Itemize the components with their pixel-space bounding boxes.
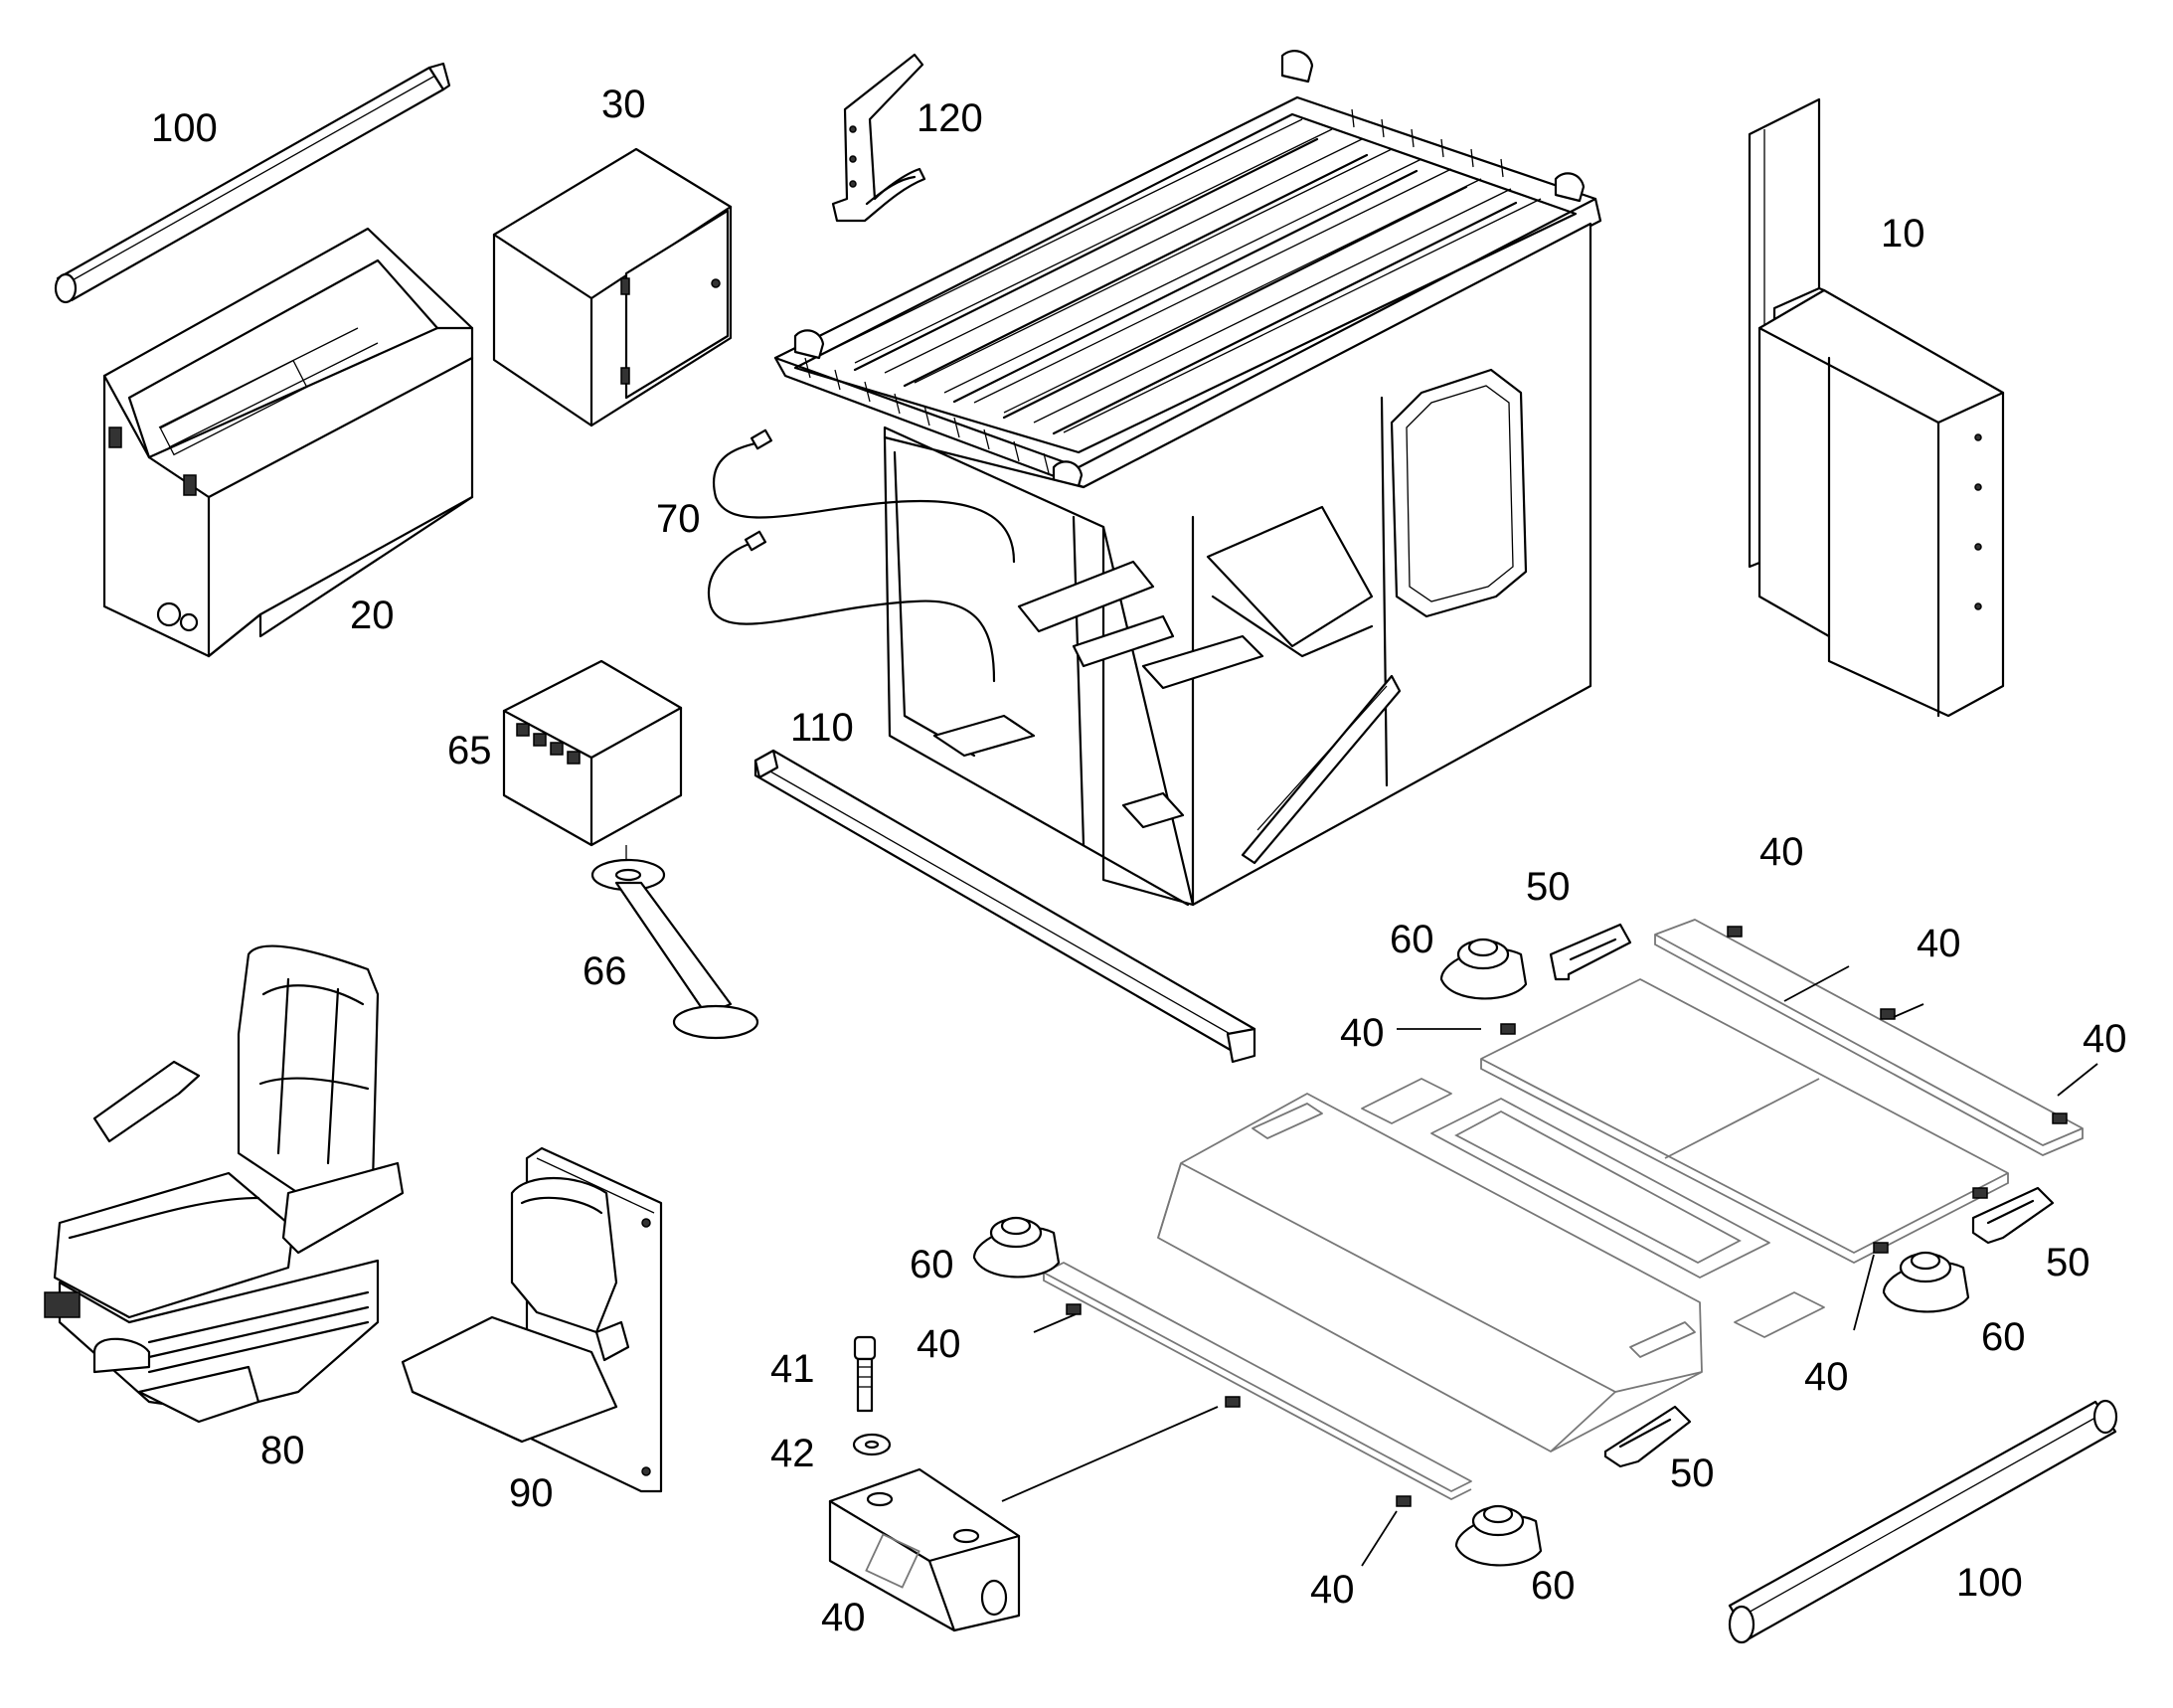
callout-50-bottom: 50 [1670,1452,1715,1495]
callout-40-upper-right: 40 [1917,922,1961,965]
part-60-mounts [972,938,1970,1567]
floor-panels [1043,919,2084,1507]
callout-40-lower-right: 40 [1804,1355,1849,1399]
part-40-block [828,1467,1021,1632]
callout-41: 41 [770,1347,815,1391]
part-80-operator-seat [44,944,405,1424]
callout-60-bottom: 60 [1531,1564,1576,1608]
callout-40-far-right: 40 [2083,1017,2127,1061]
part-100-tube-bottom [1728,1399,2118,1644]
part-41-bolt [853,1335,877,1413]
callout-100-top: 100 [151,106,218,150]
callout-70: 70 [656,497,701,541]
callout-labels: 100 30 120 10 20 70 65 110 66 40 50 60 4… [151,83,2127,1639]
leader-lines [1001,965,2098,1567]
callout-100-bottom: 100 [1956,1561,2023,1605]
cab-frame [773,50,1602,907]
callout-65: 65 [447,729,492,772]
part-66-pedestal [590,845,759,1040]
part-20-console-box [102,227,474,658]
callout-80: 80 [260,1429,305,1472]
callout-66: 66 [583,949,627,993]
callout-10: 10 [1881,212,1925,256]
part-100-tube-top [54,62,451,304]
part-110-bar [753,749,1256,1064]
callout-20: 20 [350,594,395,637]
callout-40-block: 40 [821,1596,866,1639]
part-90-folding-seat [401,1146,663,1493]
callout-60-right: 60 [1981,1315,2026,1359]
part-65-box [502,659,683,847]
part-30-cabinet [492,147,733,427]
callout-50-right: 50 [2046,1241,2090,1284]
callout-120: 120 [917,96,983,140]
callout-30: 30 [601,83,646,126]
part-70-cables [708,428,1016,683]
callout-60-left: 60 [910,1243,954,1286]
part-50-handles [1549,923,2055,1468]
callout-90: 90 [509,1471,554,1515]
part-120-hook [831,53,926,223]
part-10-tall-cabinet [1748,97,2005,718]
callout-40-mid-left: 40 [917,1322,961,1366]
callout-110: 110 [790,706,854,750]
callout-40-bottom: 40 [1310,1568,1355,1612]
callout-60-top: 60 [1390,918,1434,961]
callout-40-top: 40 [1759,830,1804,874]
callout-40-left: 40 [1340,1011,1385,1055]
callout-50-top: 50 [1526,865,1571,909]
callout-42: 42 [770,1432,815,1475]
part-42-washer [852,1433,892,1456]
